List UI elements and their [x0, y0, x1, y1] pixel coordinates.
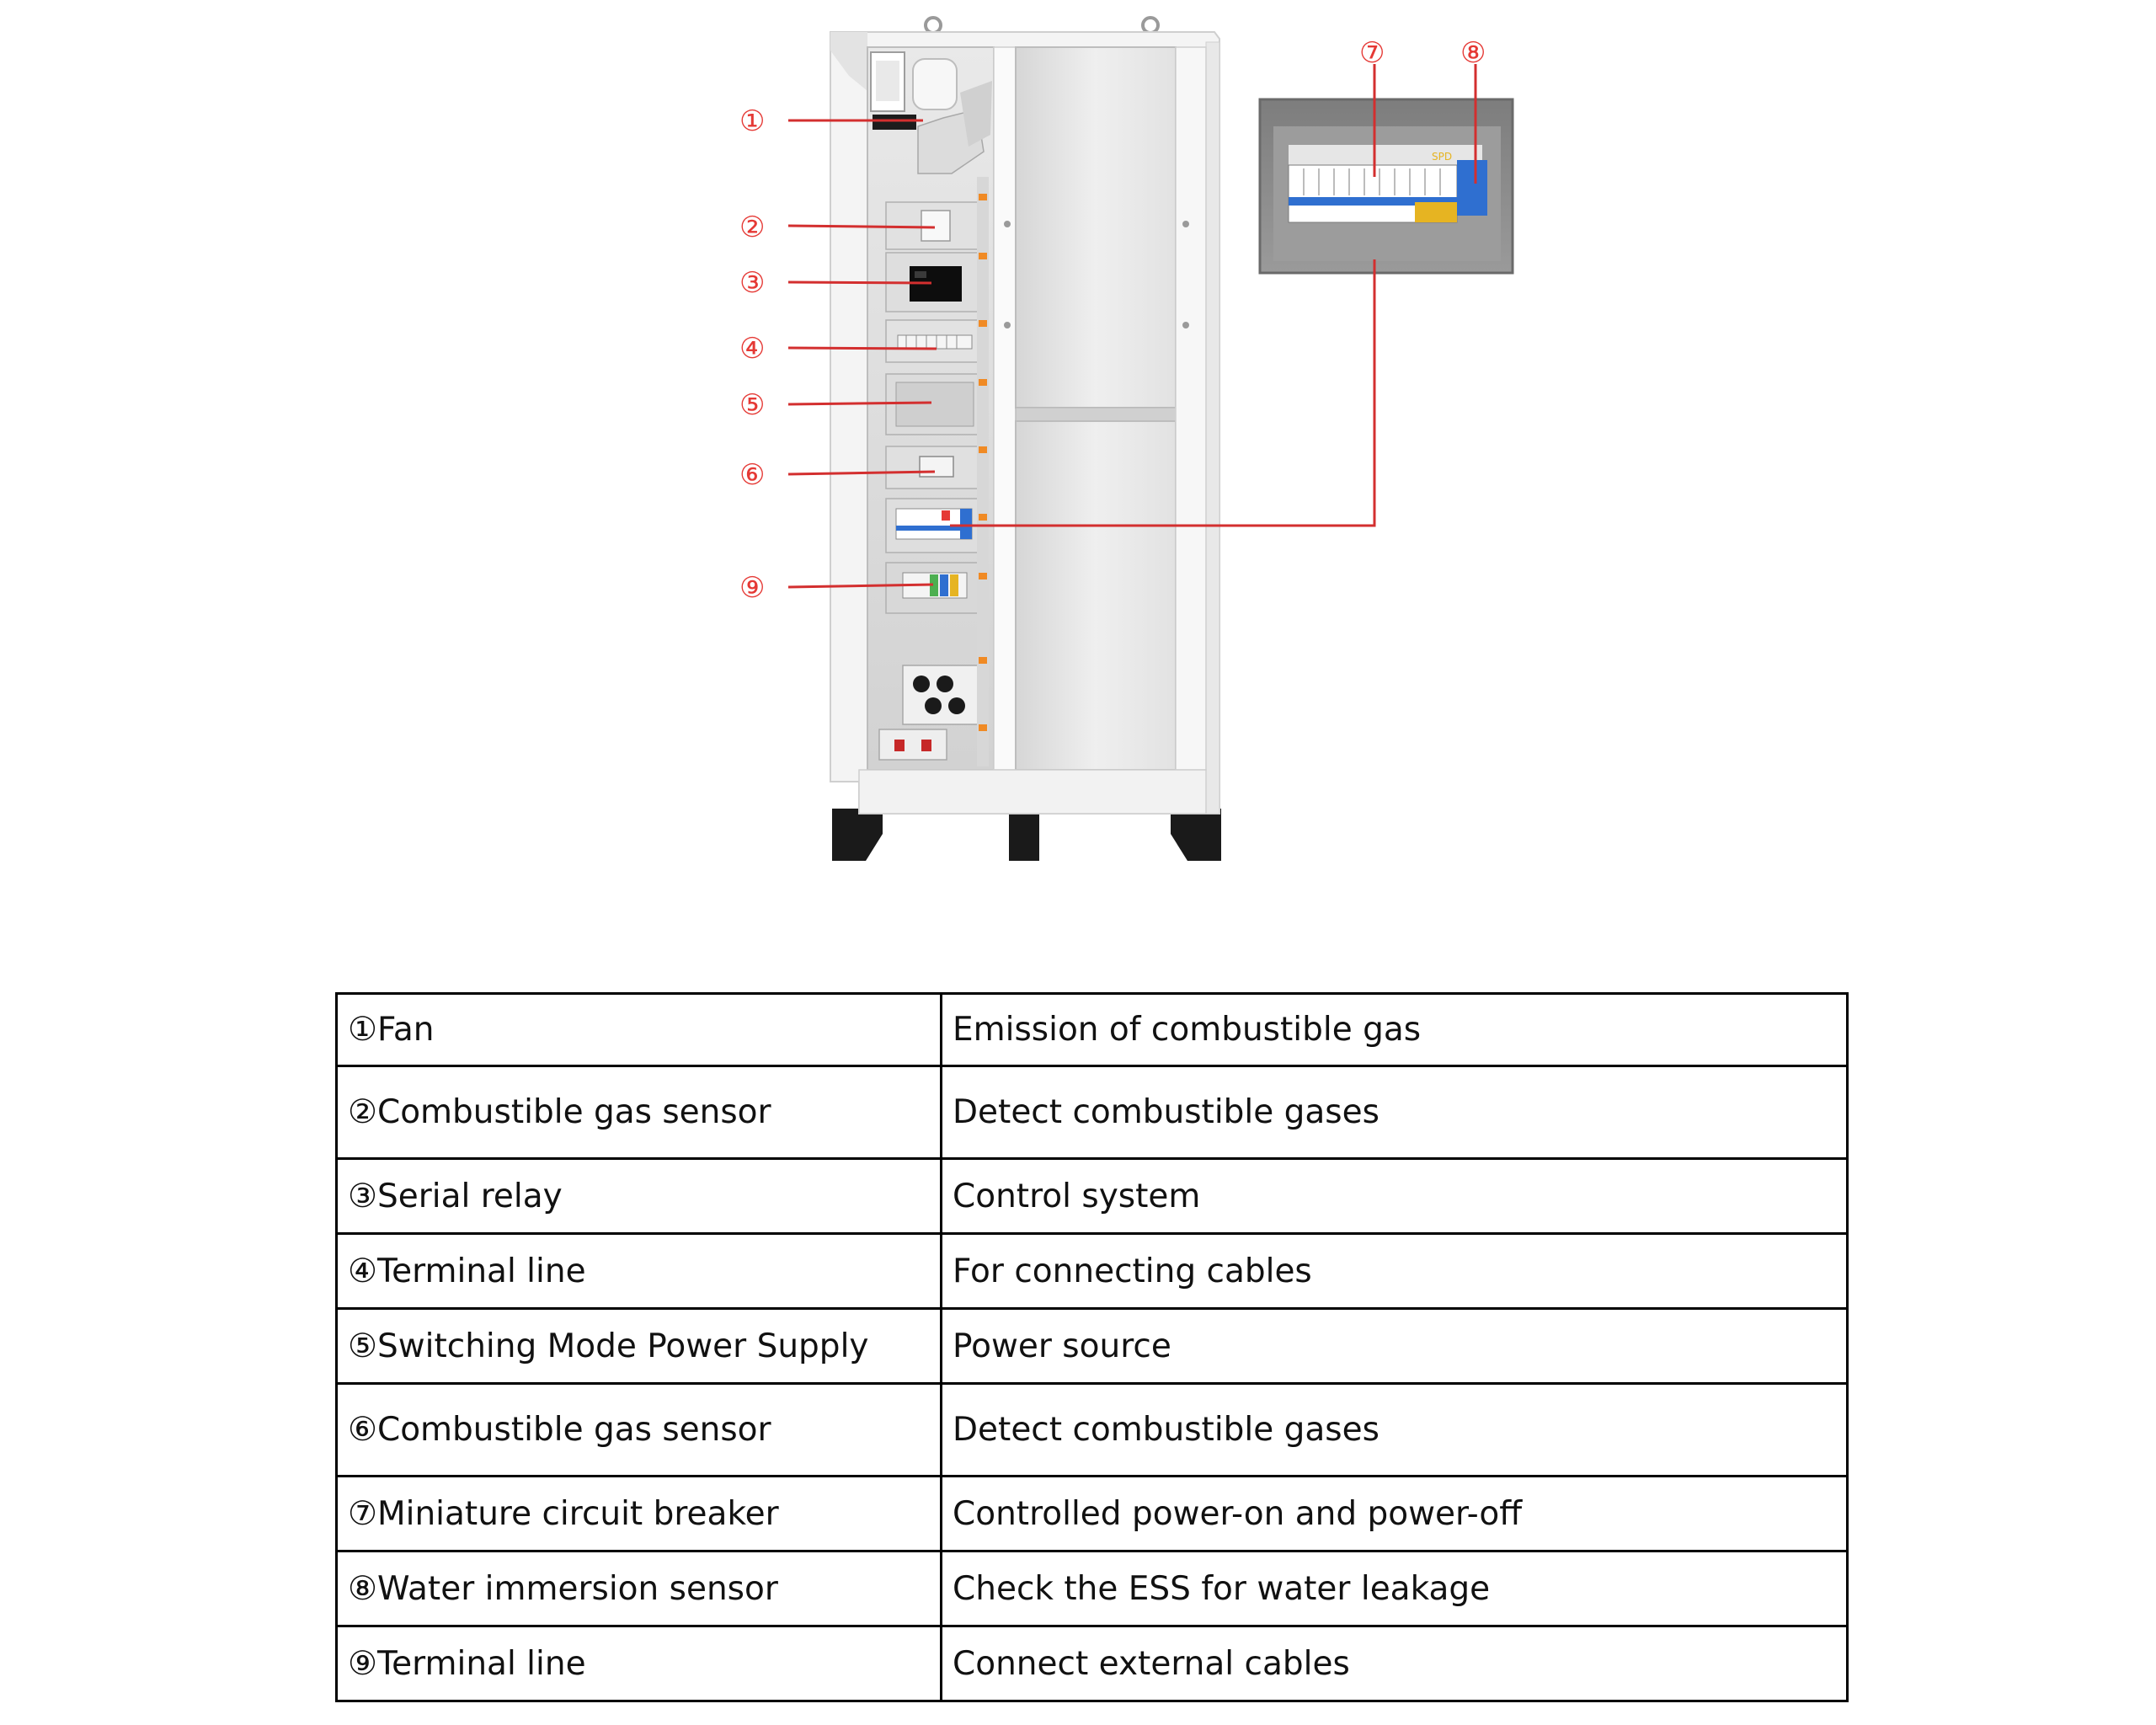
- leader-line-4: [787, 346, 937, 350]
- callout-labels: ① ② ③ ④ ⑤ ⑥ ⑦ ⑧ ⑨: [739, 36, 1486, 605]
- component-name: Fan: [376, 1011, 435, 1049]
- callout-4: ④: [739, 332, 765, 366]
- frame-bolt: [1182, 221, 1189, 227]
- battery-compartment-lower: [1015, 420, 1177, 771]
- module-external-terminal: [885, 562, 985, 614]
- component-cell: ⑥Combustible gas sensor: [335, 1382, 942, 1477]
- lifting-eye-right: [1141, 16, 1160, 35]
- foot-left: [832, 809, 883, 861]
- module-power-supply: [885, 373, 985, 435]
- item-number: ⑧: [348, 1569, 377, 1608]
- inset-marking: SPD: [1432, 151, 1452, 163]
- table-row: ②Combustible gas sensor Detect combustib…: [335, 1065, 1849, 1160]
- leader-line-5: [787, 401, 932, 406]
- cable-entry-plate: [878, 665, 979, 761]
- component-name: Miniature circuit breaker: [376, 1494, 779, 1533]
- callout-7: ⑦: [1359, 36, 1385, 70]
- foot-right: [1171, 809, 1221, 861]
- cabinet-diagram: SPD ① ② ③ ④ ⑤ ⑥ ⑦ ⑧ ⑨: [739, 16, 1514, 861]
- leader-lines: [787, 64, 1477, 589]
- leader-line-3: [787, 280, 932, 285]
- table-row: ③Serial relay Control system: [335, 1157, 1849, 1235]
- table-row: ①Fan Emission of combustible gas: [335, 992, 1849, 1067]
- door-bolt: [1004, 322, 1011, 328]
- battery-compartment-upper: [1015, 46, 1177, 409]
- component-name: Switching Mode Power Supply: [376, 1327, 869, 1365]
- fan-unit: [870, 51, 992, 174]
- leader-line-7-8: [950, 259, 1376, 527]
- foot-center: [1009, 809, 1039, 861]
- door-edge: [993, 46, 1017, 771]
- function-cell: Emission of combustible gas: [940, 992, 1849, 1067]
- function-cell: Detect combustible gases: [940, 1065, 1849, 1160]
- component-cell: ⑧Water immersion sensor: [335, 1550, 942, 1627]
- leader-line-2: [787, 224, 936, 229]
- function-cell: Power source: [940, 1307, 1849, 1385]
- component-cell: ⑦Miniature circuit breaker: [335, 1475, 942, 1552]
- leader-line-6: [787, 470, 936, 476]
- component-name: Combustible gas sensor: [376, 1093, 771, 1131]
- component-cell: ③Serial relay: [335, 1157, 942, 1235]
- callout-5: ⑤: [739, 388, 765, 422]
- item-number: ⑥: [348, 1411, 377, 1449]
- component-name: Water immersion sensor: [376, 1569, 778, 1608]
- frame-bolt: [1182, 322, 1189, 328]
- item-number: ⑨: [348, 1644, 377, 1683]
- function-cell: For connecting cables: [940, 1232, 1849, 1310]
- breaker-inset: SPD: [1258, 98, 1514, 275]
- table-row: ⑤Switching Mode Power Supply Power sourc…: [335, 1307, 1849, 1385]
- component-name: Terminal line: [376, 1252, 586, 1290]
- component-cell: ②Combustible gas sensor: [335, 1065, 942, 1160]
- callout-2: ②: [739, 211, 765, 244]
- top-bevel: [830, 32, 867, 91]
- leader-line-9: [787, 583, 934, 589]
- component-cell: ①Fan: [335, 992, 942, 1067]
- component-name: Serial relay: [376, 1177, 563, 1215]
- component-table: ①Fan Emission of combustible gas ②Combus…: [335, 992, 1849, 1702]
- door-bolt: [1004, 221, 1011, 227]
- item-number: ⑦: [348, 1494, 377, 1533]
- cabinet-right-edge: [1205, 41, 1220, 814]
- callout-8: ⑧: [1460, 36, 1486, 70]
- function-cell: Connect external cables: [940, 1625, 1849, 1702]
- table-row: ⑧Water immersion sensor Check the ESS fo…: [335, 1550, 1849, 1627]
- item-number: ⑤: [348, 1327, 377, 1365]
- item-number: ①: [348, 1011, 377, 1049]
- function-cell: Detect combustible gases: [940, 1382, 1849, 1477]
- callout-3: ③: [739, 266, 765, 300]
- component-cell: ④Terminal line: [335, 1232, 942, 1310]
- item-number: ②: [348, 1093, 377, 1131]
- component-cell: ⑨Terminal line: [335, 1625, 942, 1702]
- callout-9: ⑨: [739, 571, 765, 605]
- function-cell: Controlled power-on and power-off: [940, 1475, 1849, 1552]
- table-row: ⑨Terminal line Connect external cables: [335, 1625, 1849, 1702]
- callout-1: ①: [739, 104, 765, 138]
- component-cell: ⑤Switching Mode Power Supply: [335, 1307, 942, 1385]
- function-cell: Check the ESS for water leakage: [940, 1550, 1849, 1627]
- table-row: ⑥Combustible gas sensor Detect combustib…: [335, 1382, 1849, 1477]
- callout-6: ⑥: [739, 458, 765, 492]
- table-row: ⑦Miniature circuit breaker Controlled po…: [335, 1475, 1849, 1552]
- cabinet: [830, 16, 1221, 861]
- cabinet-base: [858, 769, 1207, 814]
- item-number: ④: [348, 1252, 377, 1290]
- table-row: ④Terminal line For connecting cables: [335, 1232, 1849, 1310]
- component-name: Combustible gas sensor: [376, 1411, 771, 1449]
- compartment-shelf: [1015, 407, 1177, 422]
- item-number: ③: [348, 1177, 377, 1215]
- module-gas-sensor-1: [885, 201, 985, 250]
- lifting-eye-left: [924, 16, 942, 35]
- cabinet-frame-right: [1175, 46, 1207, 771]
- module-terminal-line: [885, 319, 985, 363]
- module-gas-sensor-2: [885, 446, 985, 489]
- component-name: Terminal line: [376, 1644, 586, 1683]
- cable-bundle: [977, 177, 989, 766]
- function-cell: Control system: [940, 1157, 1849, 1235]
